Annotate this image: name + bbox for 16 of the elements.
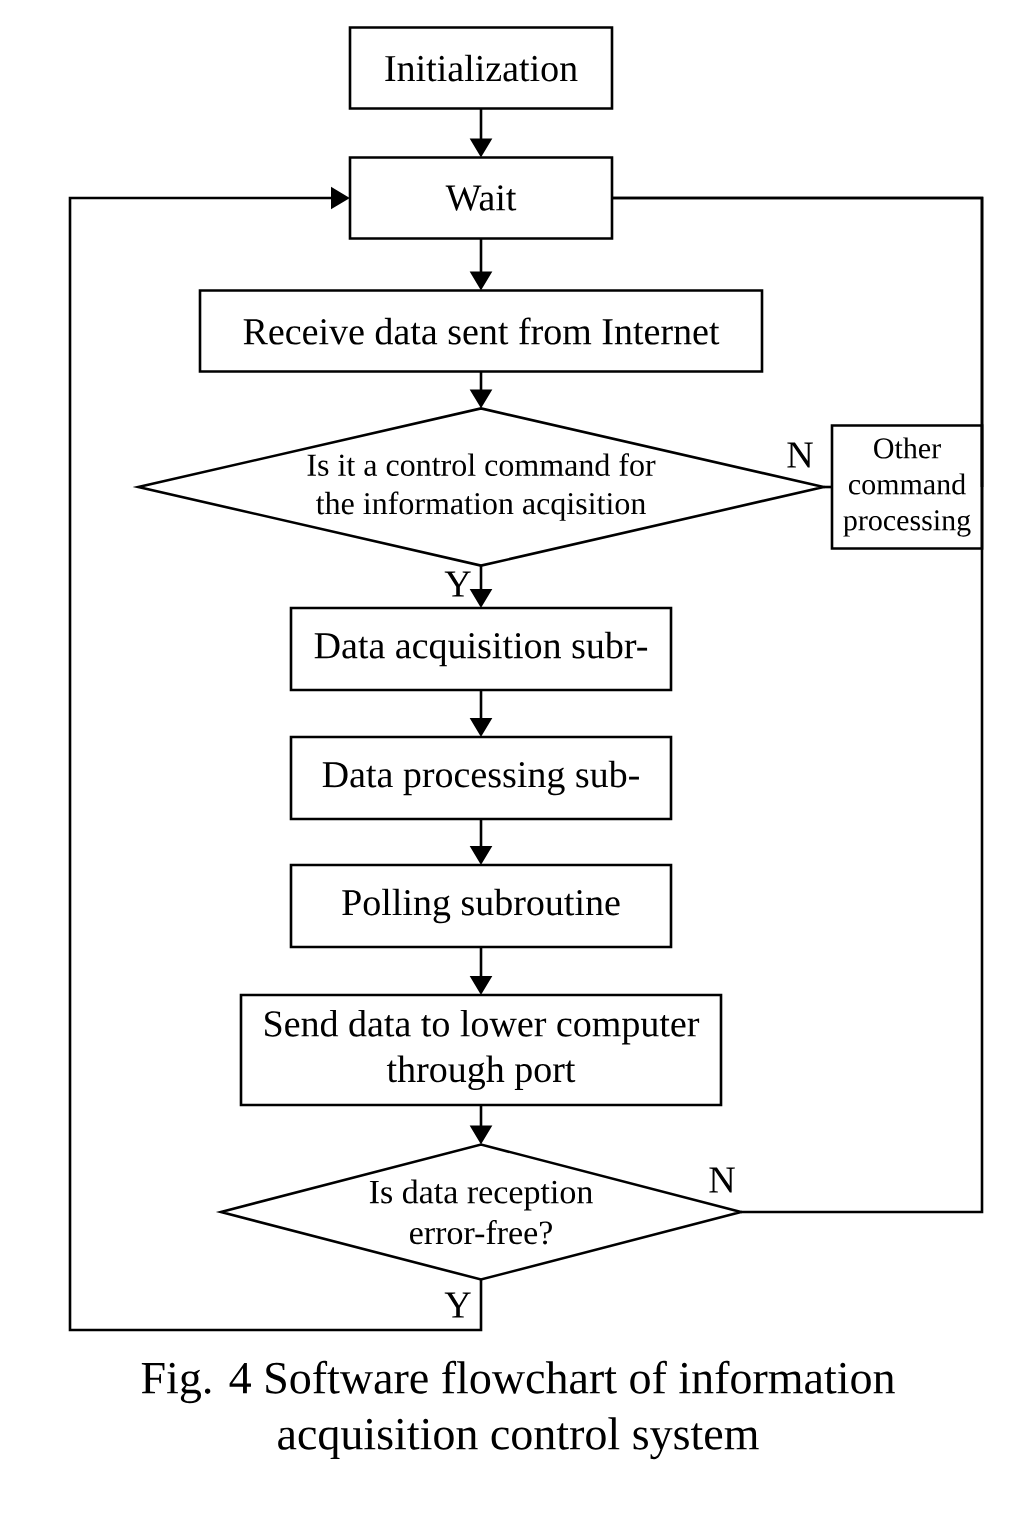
process-box: Data processing sub- — [289, 735, 673, 821]
edge-label: Y — [444, 1292, 471, 1318]
process-box: Send data to lower computer through port — [239, 993, 723, 1107]
edge-label: Y — [444, 571, 471, 597]
process-box: Receive data sent from Internet — [198, 289, 764, 373]
connector-line — [612, 196, 984, 487]
process-box: Data acquisition subr- — [289, 606, 673, 692]
process-box: Polling subroutine — [289, 863, 673, 949]
caption: Fig. 4 Software flowchart of information acquisition control system — [141, 1360, 895, 1460]
arrow — [68, 186, 483, 1332]
edge-label: N — [709, 1167, 735, 1193]
connector-line — [823, 485, 832, 489]
process-box: Wait — [348, 156, 614, 240]
process-box: Initialization — [348, 26, 614, 110]
edge-label: N — [787, 442, 813, 468]
process-box: Other command processing — [830, 424, 984, 550]
